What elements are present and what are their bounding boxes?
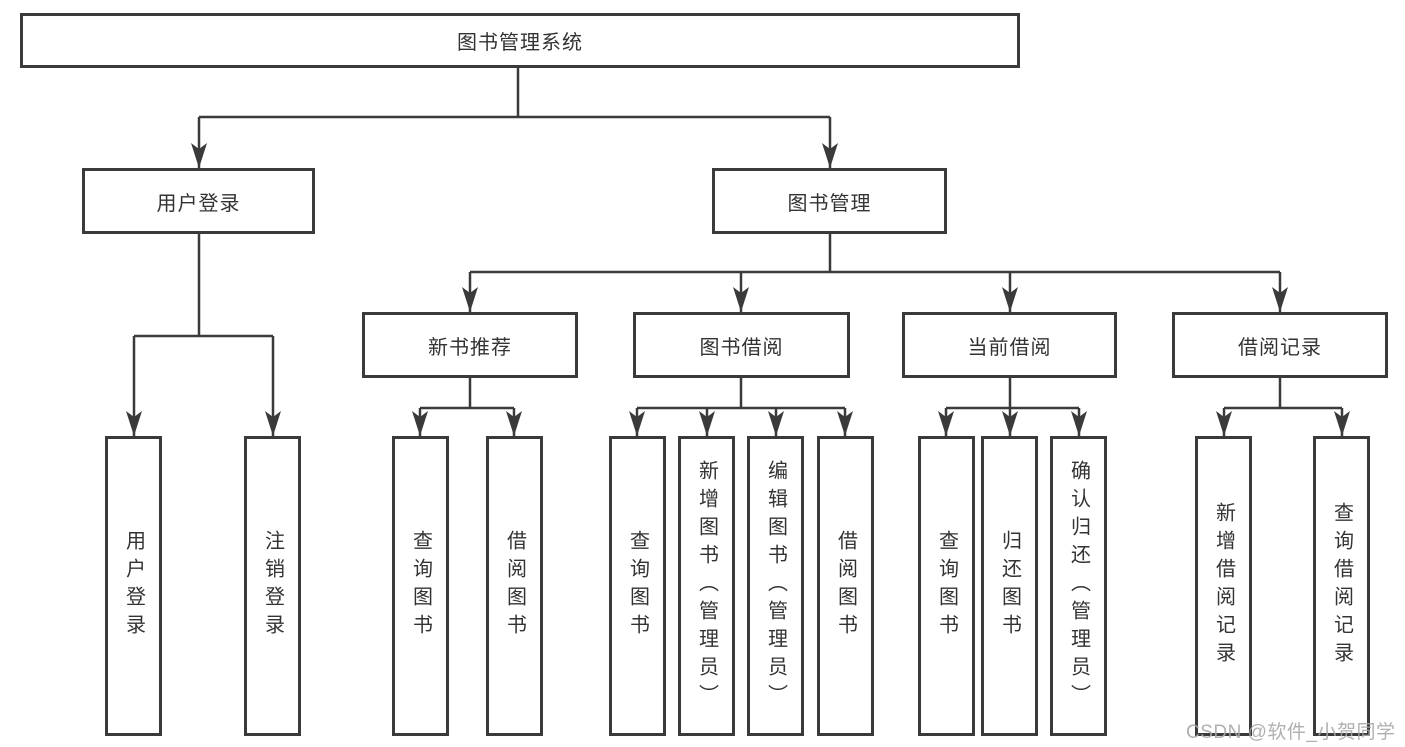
leaf-query-books-borrowing: 查询图书	[609, 436, 666, 736]
connector-new-books-split	[420, 378, 514, 410]
leaf-query-books-newrec: 查询图书	[392, 436, 449, 736]
leaf-borrow-books-newrec-label: 借阅图书	[503, 530, 526, 642]
node-library-system: 图书管理系统	[20, 13, 1020, 68]
connector-user-login-split	[134, 234, 273, 338]
leaf-confirm-return-admin-label: 确认归还（管理员）	[1067, 460, 1090, 712]
leaf-borrow-books-borrowing: 借阅图书	[817, 436, 874, 736]
node-book-management: 图书管理	[712, 168, 947, 234]
node-current-borrowing: 当前借阅	[902, 312, 1117, 378]
connector-root-split	[199, 68, 830, 119]
leaf-query-borrow-record: 查询借阅记录	[1313, 436, 1370, 736]
leaf-edit-books-admin-label: 编辑图书（管理员）	[764, 460, 787, 712]
connector-records-split	[1224, 378, 1342, 410]
leaf-return-books-label: 归还图书	[998, 530, 1021, 642]
leaf-logout-label: 注销登录	[261, 530, 284, 642]
node-borrow-records: 借阅记录	[1172, 312, 1388, 378]
leaf-add-borrow-record: 新增借阅记录	[1195, 436, 1252, 736]
leaf-edit-books-admin: 编辑图书（管理员）	[747, 436, 804, 736]
leaf-borrow-books-newrec: 借阅图书	[486, 436, 543, 736]
leaf-query-borrow-record-label: 查询借阅记录	[1330, 502, 1353, 670]
leaf-query-books-current: 查询图书	[918, 436, 975, 736]
leaf-user-login-label: 用户登录	[122, 530, 145, 642]
node-user-login: 用户登录	[82, 168, 315, 234]
leaf-add-books-admin: 新增图书（管理员）	[678, 436, 735, 736]
connector-borrowing-split	[637, 378, 845, 410]
leaf-borrow-books-borrowing-label: 借阅图书	[834, 530, 857, 642]
leaf-logout: 注销登录	[244, 436, 301, 736]
leaf-return-books: 归还图书	[981, 436, 1038, 736]
csdn-watermark: CSDN @软件_小贺同学	[1186, 722, 1396, 743]
node-new-book-recommend: 新书推荐	[362, 312, 578, 378]
leaf-query-books-current-label: 查询图书	[935, 530, 958, 642]
leaf-user-login: 用户登录	[105, 436, 162, 736]
leaf-query-books-newrec-label: 查询图书	[409, 530, 432, 642]
leaf-add-books-admin-label: 新增图书（管理员）	[695, 460, 718, 712]
leaf-add-borrow-record-label: 新增借阅记录	[1212, 502, 1235, 670]
leaf-query-books-borrowing-label: 查询图书	[626, 530, 649, 642]
leaf-confirm-return-admin: 确认归还（管理员）	[1050, 436, 1107, 736]
connector-book-mgmt-split	[470, 234, 1280, 274]
connector-current-split	[946, 378, 1079, 410]
node-book-borrowing: 图书借阅	[633, 312, 850, 378]
